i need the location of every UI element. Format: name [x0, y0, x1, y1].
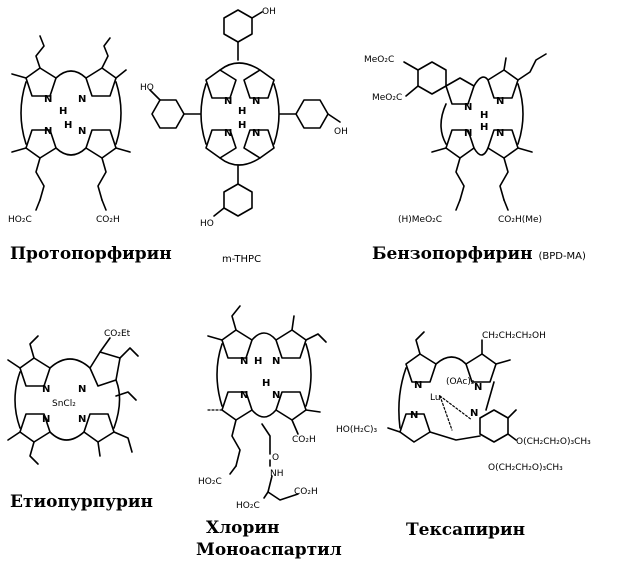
texaphyrin-oac2-label: (OAc)₂ [446, 377, 475, 387]
caption-etiopurpurin: Етиопурпурин [10, 492, 153, 512]
protoporphyrin-n-1: N [44, 94, 52, 105]
texaphyrin-lu-label: Lu [430, 393, 441, 403]
caption-benzoporphyrin-name: Бензопорфирин [372, 244, 533, 264]
mthpc-structure [149, 9, 341, 217]
benzoporphyrin-meo2c-2: MeO₂C [372, 93, 402, 103]
benzoporphyrin-co2h-me-label: CO₂H(Me) [498, 215, 542, 225]
texaphyrin-o-chain-1: O(CH₂CH₂O)₃CH₃ [516, 437, 591, 447]
protoporphyrin-n-4: N [78, 126, 86, 137]
chlorin-n-1: N [240, 356, 248, 367]
benzoporphyrin-structure [403, 53, 547, 211]
protoporphyrin-n-2: N [78, 94, 86, 105]
texaphyrin-structure [387, 331, 517, 443]
caption-chlorin-line1: Хлорин [206, 518, 280, 538]
mthpc-oh-right: OH [334, 127, 348, 137]
mthpc-n-3: N [224, 128, 232, 139]
protoporphyrin-h-1: H [59, 106, 67, 117]
etiopurpurin-structure [7, 335, 139, 465]
texaphyrin-o-chain-2: O(CH₂CH₂O)₃CH₃ [488, 463, 563, 473]
caption-protoporphyrin: Протопорфирин [10, 244, 172, 264]
caption-texaphyrin: Тексапирин [406, 520, 526, 540]
etiopurpurin-n-2: N [78, 384, 86, 395]
etiopurpurin-co2et-label: CO₂Et [104, 329, 131, 339]
mthpc-n-4: N [252, 128, 260, 139]
texaphyrin-n-4: N [470, 408, 478, 419]
etiopurpurin-n-3: N [42, 414, 50, 425]
benzoporphyrin-h-meo2c-label: (H)MeO₂C [398, 215, 442, 225]
chlorin-structure [207, 305, 327, 501]
protoporphyrin-structure [11, 35, 131, 211]
mthpc-ho-left: HO [140, 83, 154, 93]
etiopurpurin-n-4: N [78, 414, 86, 425]
chlorin-o-label: O [272, 453, 279, 463]
caption-benzoporphyrin: Бензопорфирин (BPD-MA) [372, 244, 586, 264]
chlorin-n-4: N [272, 390, 280, 401]
benzoporphyrin-h-2: H [480, 122, 488, 133]
chlorin-n-2: N [272, 356, 280, 367]
caption-benzoporphyrin-note: (BPD-MA) [538, 251, 586, 262]
texaphyrin-ho-h2c-3-label: HO(H₂C)₃ [336, 425, 378, 435]
etiopurpurin-sncl2-label: SnCl₂ [52, 399, 76, 409]
benzoporphyrin-meo2c-1: MeO₂C [364, 55, 394, 65]
caption-chlorin-line2: Моноаспартил [196, 540, 342, 560]
chlorin-co2h-right: CO₂H [292, 435, 316, 445]
benzoporphyrin-h-1: H [480, 110, 488, 121]
protoporphyrin-h-2: H [64, 120, 72, 131]
mthpc-n-2: N [252, 96, 260, 107]
mthpc-h-1: H [238, 106, 246, 117]
protoporphyrin-co2h-label: CO₂H [96, 215, 120, 225]
mthpc-oh-top: OH [262, 7, 276, 17]
chlorin-h-1: H [254, 356, 262, 367]
benzoporphyrin-n-3: N [464, 128, 472, 139]
mthpc-ho-bottom: HO [200, 219, 214, 229]
chlorin-n-3: N [240, 390, 248, 401]
chlorin-ho2c-1: HO₂C [198, 477, 222, 487]
benzoporphyrin-n-1: N [464, 102, 472, 113]
mthpc-h-2: H [238, 120, 246, 131]
chlorin-co2h-bottom: CO₂H [294, 487, 318, 497]
etiopurpurin-n-1: N [42, 384, 50, 395]
chlorin-h-2: H [262, 378, 270, 389]
texaphyrin-n-1: N [414, 380, 422, 391]
benzoporphyrin-n-4: N [496, 128, 504, 139]
chlorin-ho2c-2: HO₂C [236, 501, 260, 511]
texaphyrin-ch2ch2ch2oh-label: CH₂CH₂CH₂OH [482, 331, 546, 341]
chlorin-nh-label: NH [270, 469, 284, 479]
protoporphyrin-ho2c-label: HO₂C [8, 215, 32, 225]
mthpc-n-1: N [224, 96, 232, 107]
benzoporphyrin-n-2: N [496, 96, 504, 107]
protoporphyrin-n-3: N [44, 126, 52, 137]
caption-mthpc: m-THPC [222, 254, 262, 265]
texaphyrin-n-3: N [410, 410, 418, 421]
texaphyrin-n-2: N [474, 382, 482, 393]
